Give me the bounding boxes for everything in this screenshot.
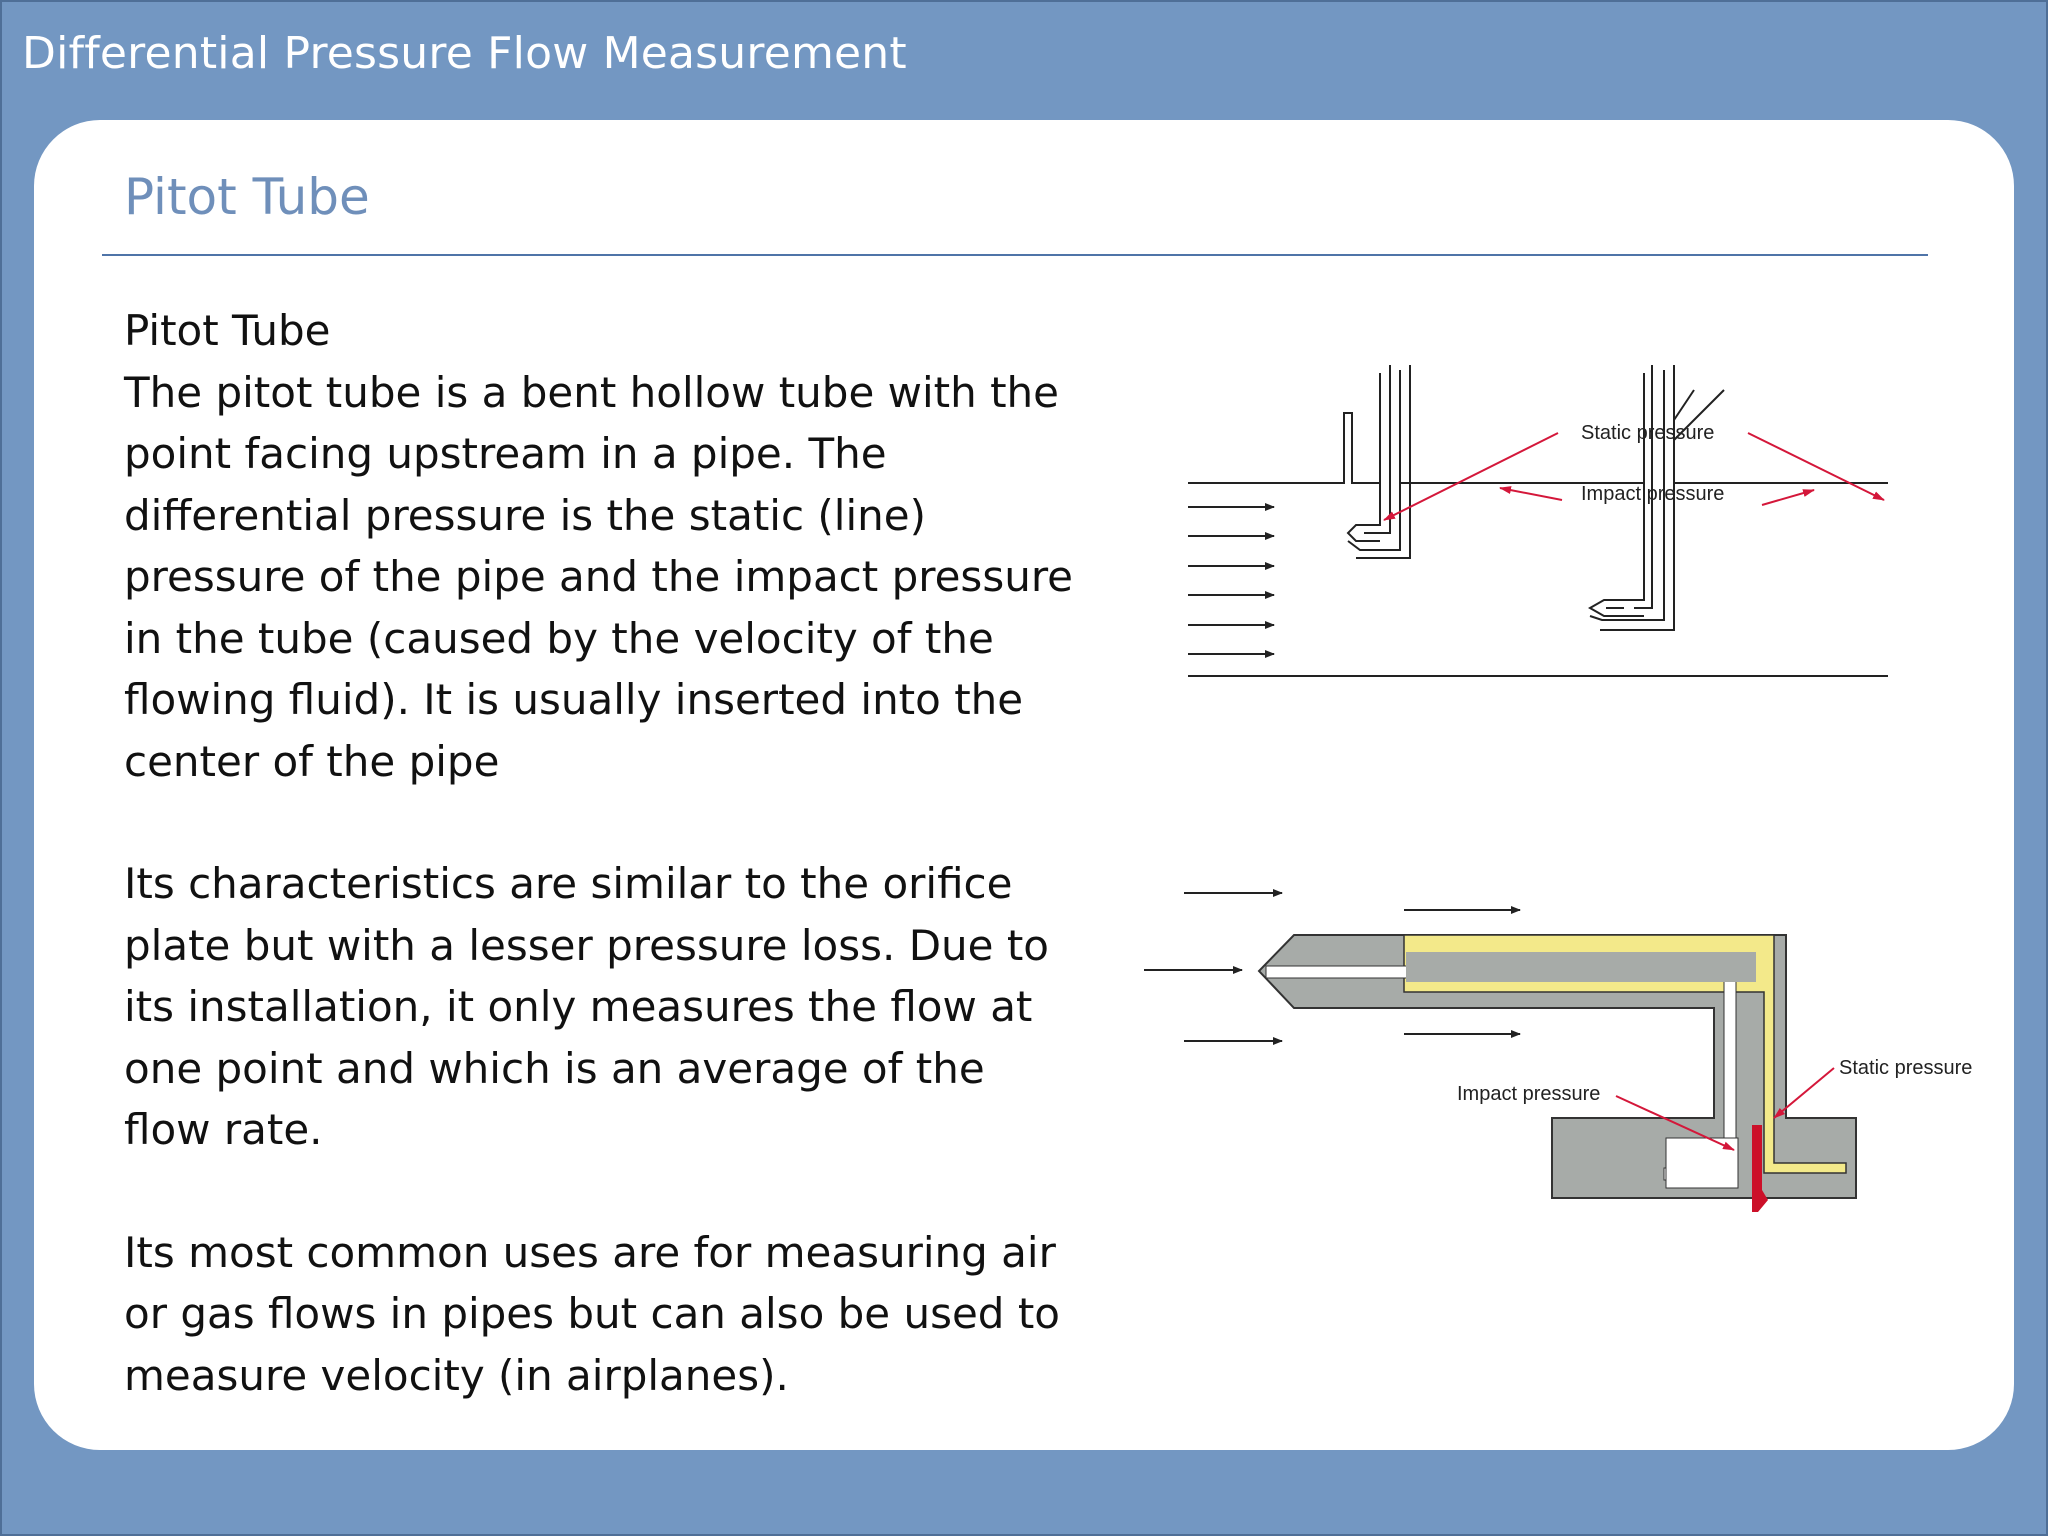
left-pitot-tube [1346,365,1411,559]
pitot-tube-diagram: Static pressure Impact pressure [1144,365,1972,1212]
top-static-pressure-label: Static pressure [1581,422,1714,444]
impact-chamber [1665,1137,1739,1189]
bottom-crosssection-diagram [1144,889,1857,1212]
paragraph-gap [124,1161,1084,1222]
bottom-static-pressure-label: Static pressure [1839,1057,1972,1079]
crosssection-flow-arrows [1144,889,1521,1045]
body-text: Pitot Tube The pitot tube is a bent holl… [124,300,1084,1406]
manometer-fluid [1752,1125,1768,1212]
flow-arrows [1188,503,1275,658]
deck-title: Differential Pressure Flow Measurement [22,28,907,79]
right-pitot-tube [1587,365,1725,631]
bottom-annotation-arrows [1615,1067,1835,1151]
bottom-impact-pressure-label: Impact pressure [1457,1083,1600,1105]
title-divider [102,254,1928,256]
paragraph-uses: Its most common uses are for measuring a… [124,1227,1060,1400]
top-pipe-diagram [1188,365,1888,677]
paragraph-characteristics: Its characteristics are similar to the o… [124,859,1050,1154]
pipe-top-wall-left [1188,412,1380,484]
top-annotation-arrows [1383,432,1885,521]
paragraph-gap [124,792,1084,853]
paragraph-heading: Pitot Tube [124,306,331,355]
content-card: Pitot Tube Pitot Tube The pitot tube is … [34,120,2014,1450]
top-impact-pressure-label: Impact pressure [1581,483,1724,505]
slide-title: Pitot Tube [124,168,370,226]
paragraph-description: The pitot tube is a bent hollow tube wit… [124,367,1073,786]
tube-body [1257,934,1857,1199]
